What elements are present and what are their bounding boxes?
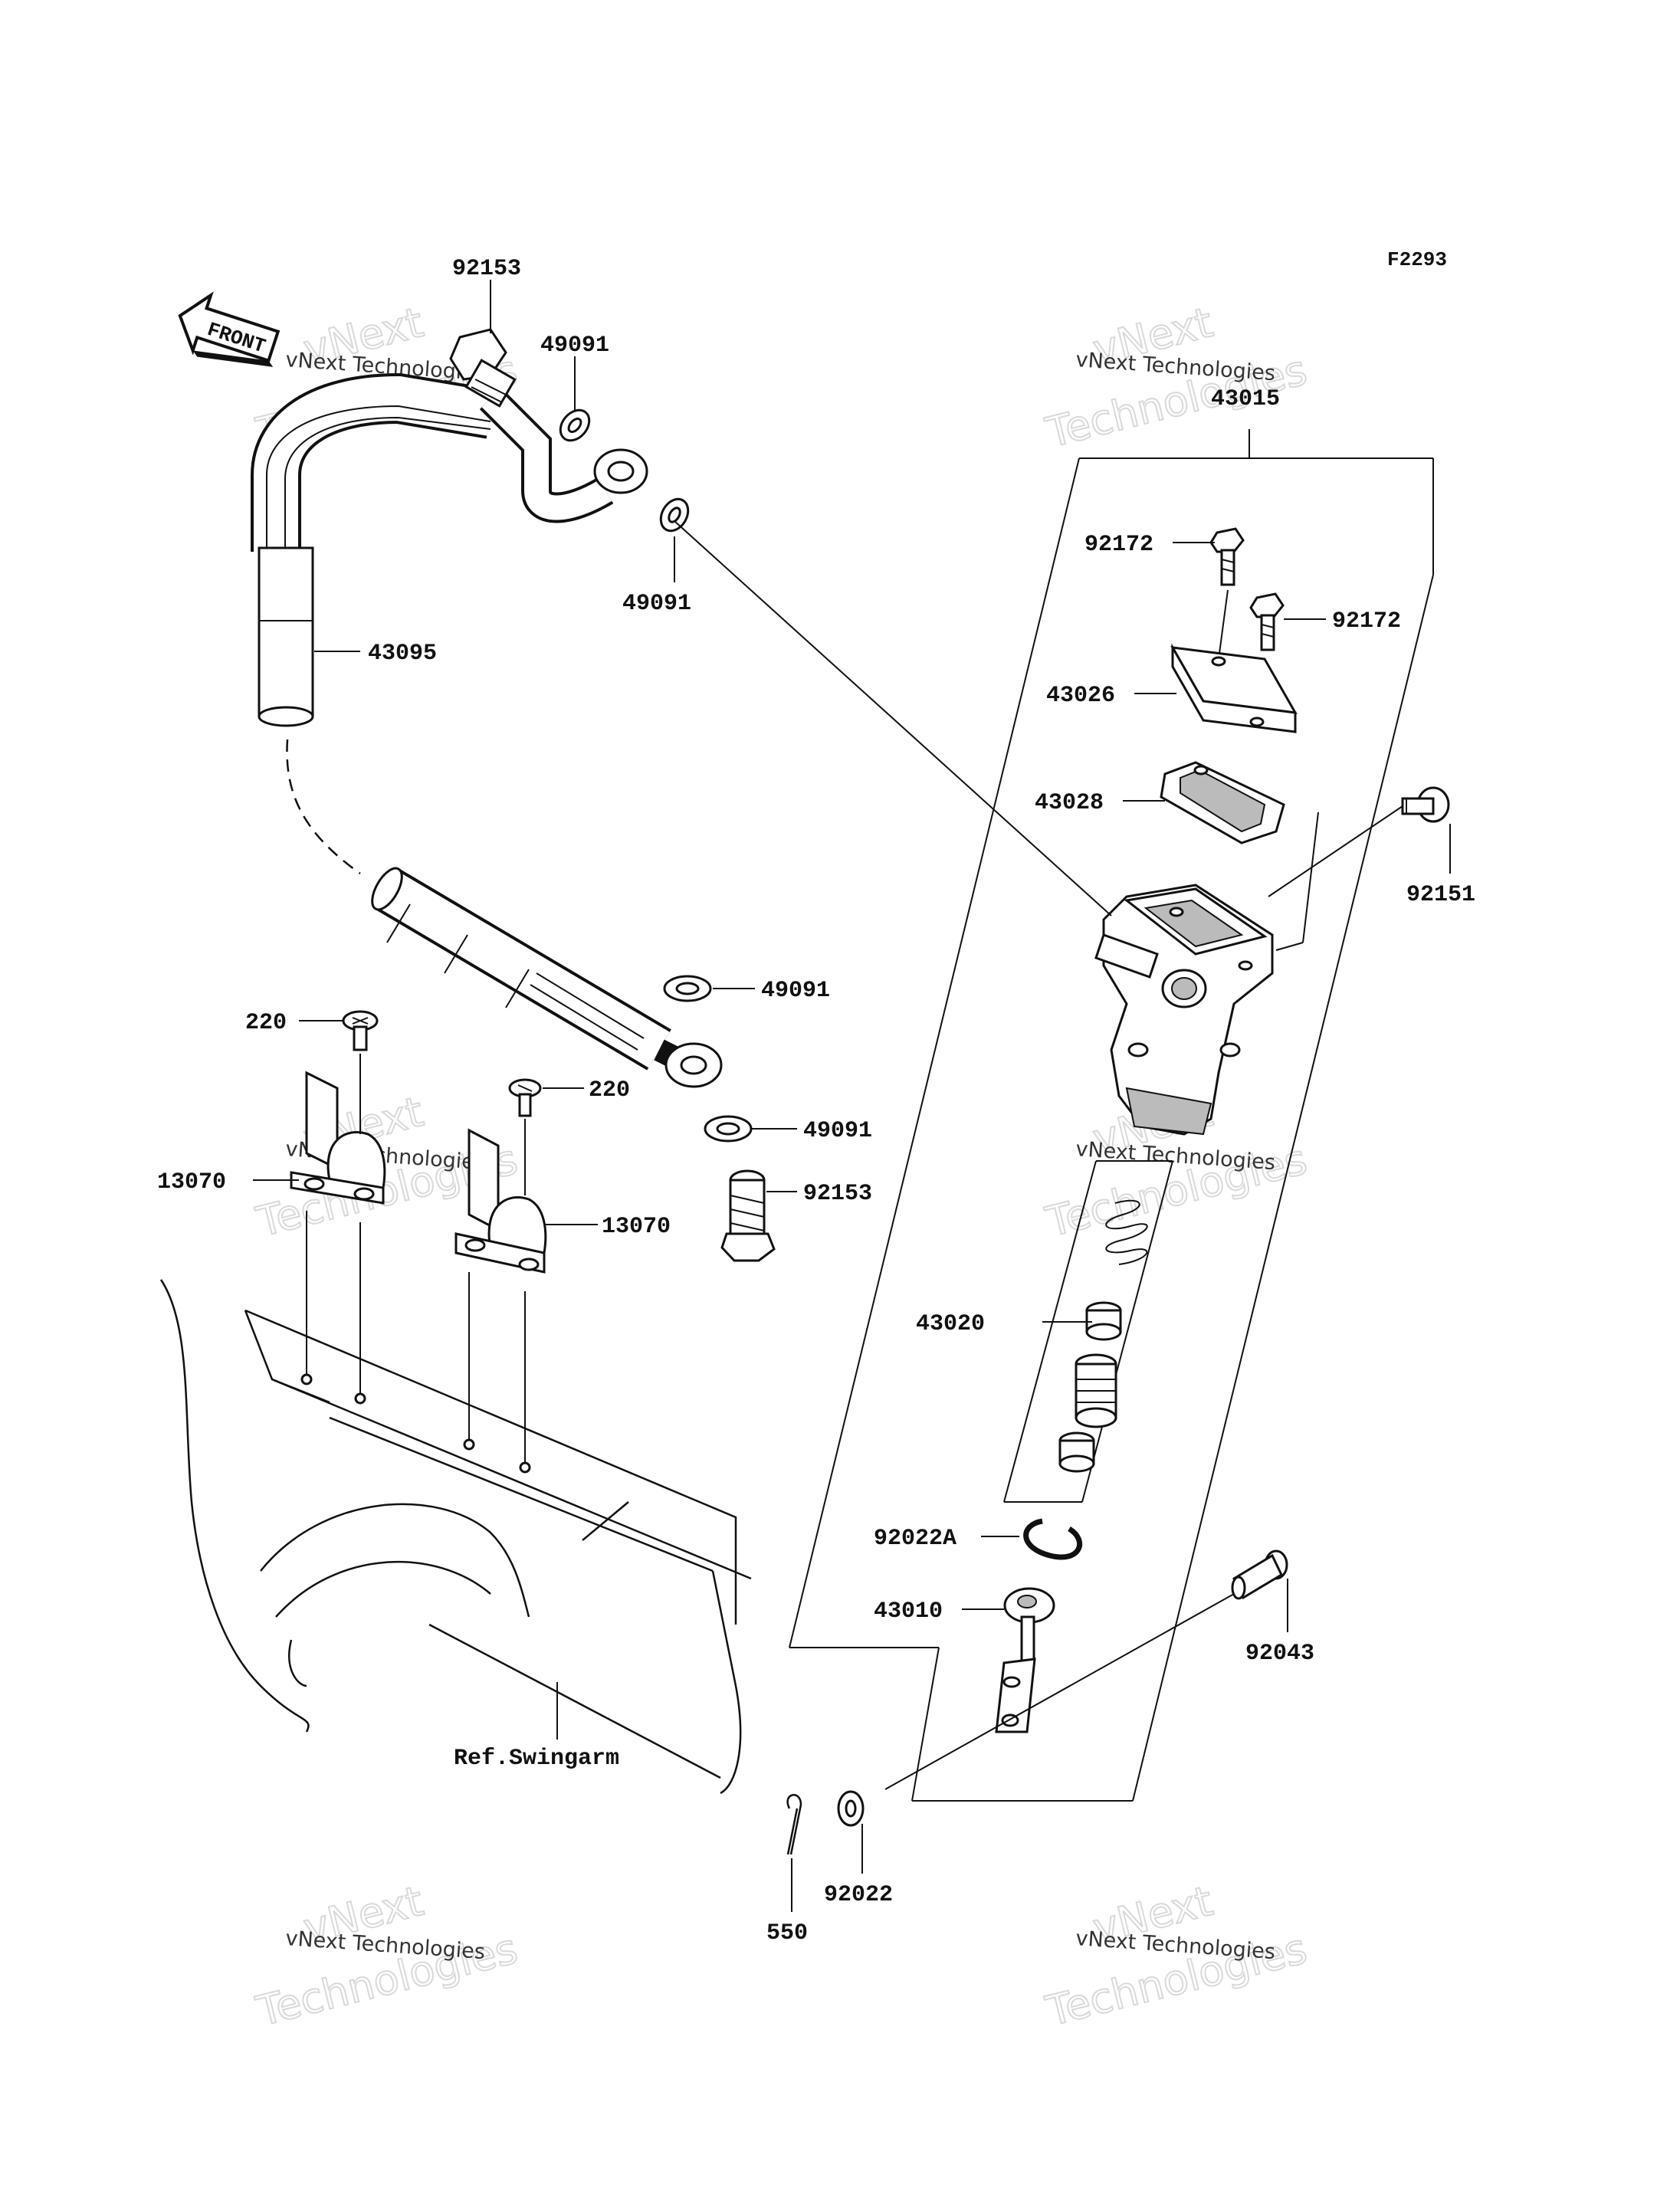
banjo-bolt-top	[449, 328, 517, 408]
clevis-pin	[1231, 1549, 1288, 1600]
assembly-box-43015	[789, 429, 1434, 1802]
label-43020: 43020	[916, 1311, 985, 1337]
bolt-92151	[1401, 786, 1450, 823]
hose-clamp-right	[454, 1128, 547, 1274]
label-92043: 92043	[1245, 1641, 1314, 1667]
label-49091-mid: 49091	[622, 591, 691, 617]
cotter-pin	[786, 1794, 802, 1855]
piston	[1075, 1353, 1117, 1428]
label-220-right: 220	[589, 1077, 630, 1103]
screw-220-right	[508, 1078, 542, 1117]
label-43095: 43095	[368, 641, 437, 667]
piston-cup	[1058, 1431, 1095, 1473]
label-49091-a: 49091	[761, 978, 830, 1004]
label-43026: 43026	[1046, 683, 1115, 709]
front-arrow-icon: FRONT	[178, 291, 281, 367]
label-43010: 43010	[874, 1599, 943, 1625]
bolt-92172-right	[1249, 592, 1285, 651]
hose-clamp-left	[290, 1071, 386, 1205]
label-13070-right: 13070	[602, 1214, 671, 1240]
washer-49091-b	[704, 1115, 753, 1143]
master-cylinder-body	[1094, 884, 1274, 1136]
label-220-left: 220	[245, 1010, 287, 1036]
swingarm-ref: Ref.Swingarm	[159, 1279, 752, 1795]
clamp-alignment-lines	[300, 1054, 531, 1474]
leader-lines	[253, 280, 1451, 1912]
label-49091-top: 49091	[540, 333, 609, 359]
washer-49091-mid	[659, 497, 690, 533]
piston-seal	[1085, 1301, 1122, 1341]
label-92153-top: 92153	[452, 256, 521, 282]
push-rod	[995, 1587, 1055, 1733]
washer-49091-top	[559, 408, 591, 442]
label-92022A: 92022A	[874, 1526, 956, 1552]
bolt-92172-left	[1209, 527, 1245, 586]
brake-hose	[251, 372, 723, 1088]
label-92172-left: 92172	[1084, 532, 1153, 558]
circlip	[1023, 1518, 1083, 1560]
label-92022: 92022	[824, 1882, 893, 1908]
label-92151: 92151	[1406, 882, 1475, 908]
banjo-bolt-lower	[720, 1169, 776, 1262]
label-13070-left: 13070	[157, 1169, 226, 1195]
label-550: 550	[766, 1920, 808, 1946]
washer-49091-a	[663, 975, 712, 1002]
label-43028: 43028	[1035, 790, 1104, 816]
piston-kit-box	[1003, 1160, 1173, 1503]
label-43015: 43015	[1211, 386, 1280, 412]
label-49091-b: 49091	[803, 1118, 872, 1144]
ref-swingarm-label: Ref.Swingarm	[454, 1746, 619, 1772]
label-92172-right: 92172	[1332, 608, 1401, 635]
diagram-code: F2293	[1387, 248, 1447, 271]
diaphragm	[1160, 761, 1285, 844]
reservoir-cap	[1170, 643, 1298, 733]
label-92153-lower: 92153	[803, 1181, 872, 1207]
screw-220-left	[342, 1010, 379, 1051]
washer-92022	[837, 1790, 865, 1827]
piston-spring	[1105, 1199, 1148, 1265]
